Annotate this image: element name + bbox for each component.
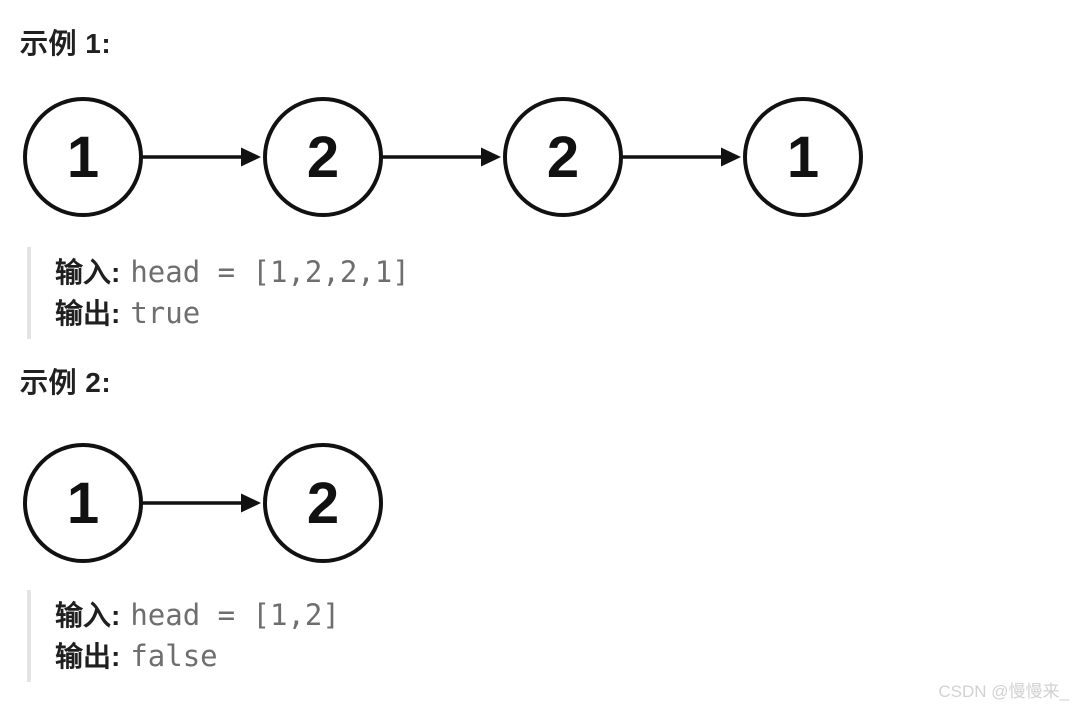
list-node-value: 2 xyxy=(547,125,579,190)
example-1-linked-list-diagram: 1 2 2 1 xyxy=(0,92,870,222)
list-node-circle xyxy=(743,97,863,217)
output-line: 输出: true xyxy=(55,293,410,334)
arrowhead-icon xyxy=(241,493,261,513)
input-line: 输入: head = [1,2] xyxy=(55,595,340,636)
list-node-value: 1 xyxy=(67,125,99,190)
example-2-io-block: 输入: head = [1,2] 输出: false xyxy=(27,590,360,682)
list-node-circle xyxy=(503,97,623,217)
list-node-circle xyxy=(263,443,383,563)
csdn-watermark: CSDN @慢慢来_ xyxy=(938,682,1069,701)
input-label: 输入: xyxy=(55,600,121,631)
output-label: 输出: xyxy=(55,298,121,329)
input-label: 输入: xyxy=(55,257,121,288)
example-1-heading: 示例 1: xyxy=(20,28,112,59)
list-node-value: 2 xyxy=(307,471,339,536)
list-node-circle xyxy=(263,97,383,217)
arrowhead-icon xyxy=(481,147,501,167)
arrowhead-icon xyxy=(241,147,261,167)
output-line: 输出: false xyxy=(55,636,340,677)
arrowhead-icon xyxy=(721,147,741,167)
input-value: head = [1,2] xyxy=(130,598,340,632)
output-value: false xyxy=(130,639,218,673)
linked-list-svg: 1 2 2 1 xyxy=(23,97,863,217)
example-1-io-block: 输入: head = [1,2,2,1] 输出: true xyxy=(27,247,430,339)
input-value: head = [1,2,2,1] xyxy=(130,255,410,289)
input-line: 输入: head = [1,2,2,1] xyxy=(55,252,410,293)
list-node-circle xyxy=(23,97,143,217)
output-value: true xyxy=(130,296,201,330)
list-node-value: 2 xyxy=(307,125,339,190)
list-node-value: 1 xyxy=(787,125,819,190)
list-node-value: 1 xyxy=(67,471,99,536)
output-label: 输出: xyxy=(55,641,121,672)
list-node-circle xyxy=(23,443,143,563)
example-2-heading: 示例 2: xyxy=(20,367,112,398)
